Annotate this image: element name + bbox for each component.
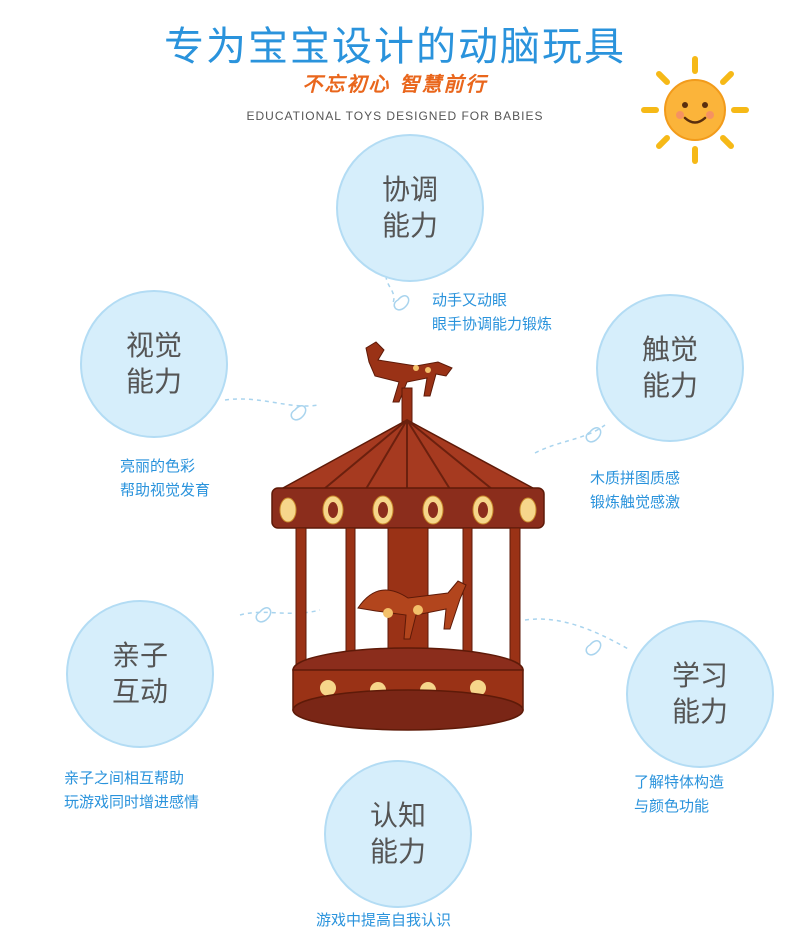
ability-title-line1: 亲子 bbox=[111, 639, 168, 672]
ability-circle-tactile: 触觉 能力 bbox=[596, 294, 744, 442]
ability-title-line1: 学习 bbox=[671, 659, 728, 692]
ability-circle-coordination: 协调 能力 bbox=[336, 134, 484, 282]
ability-title-line2: 能力 bbox=[369, 835, 426, 868]
ability-desc-cognitive: 游戏中提高自我认识 bbox=[316, 911, 452, 929]
ability-circle-learning: 学习 能力 bbox=[626, 620, 774, 768]
ability-title-line2: 能力 bbox=[381, 209, 438, 242]
ability-title-line2: 能力 bbox=[671, 695, 728, 728]
ability-circle-parent-child: 亲子 互动 bbox=[66, 600, 214, 748]
carousel-toy-illustration bbox=[271, 341, 545, 731]
ability-desc-parent-child: 亲子之间相互帮助 玩游戏同时增进感情 bbox=[64, 769, 200, 811]
ability-circle-cognitive: 认知 能力 bbox=[324, 760, 472, 908]
subtitle: EDUCATIONAL TOYS DESIGNED FOR BABIES bbox=[246, 109, 544, 123]
ability-desc-visual: 亮丽的色彩 帮助视觉发育 bbox=[120, 457, 211, 499]
page-title: 专为宝宝设计的动脑玩具 bbox=[164, 24, 626, 70]
ability-desc-learning: 了解特体构造 与颜色功能 bbox=[634, 773, 725, 815]
ability-circle-visual: 视觉 能力 bbox=[80, 290, 228, 438]
ability-title-line2: 能力 bbox=[641, 369, 698, 402]
ability-title-line2: 能力 bbox=[125, 365, 182, 398]
ability-title-line1: 视觉 bbox=[125, 329, 182, 362]
ability-desc-coordination: 动手又动眼 眼手协调能力锻炼 bbox=[432, 291, 553, 333]
slogan: 不忘初心 智慧前行 bbox=[302, 72, 488, 96]
sun-icon bbox=[641, 56, 749, 164]
ability-desc-tactile: 木质拼图质感 锻炼触觉感激 bbox=[590, 469, 681, 511]
ability-title-line1: 协调 bbox=[381, 173, 438, 206]
ability-title-line1: 认知 bbox=[369, 799, 426, 832]
ability-title-line1: 触觉 bbox=[641, 333, 698, 366]
ability-title-line2: 互动 bbox=[111, 675, 168, 708]
